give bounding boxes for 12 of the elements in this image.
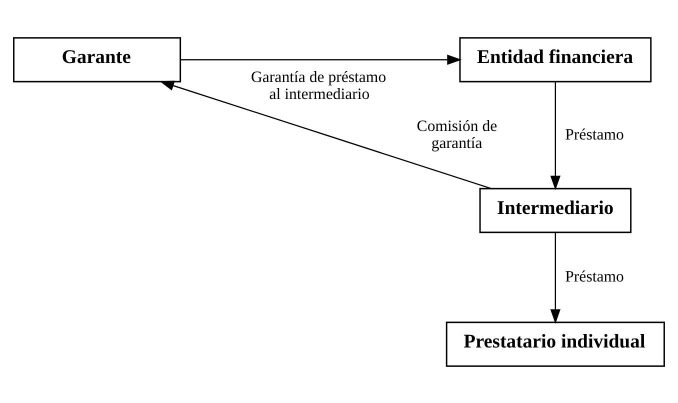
arrow <box>160 80 492 189</box>
edge-label: Comisión de garantía <box>416 117 498 152</box>
edge-label: Préstamo <box>565 126 624 143</box>
arrow <box>550 81 561 190</box>
edge-label: Garantía de préstamo al intermediario <box>251 68 386 103</box>
node-box: Garante <box>13 36 182 82</box>
edge-label: Préstamo <box>565 268 624 286</box>
node-box: Prestatario individual <box>446 321 665 366</box>
arrow <box>550 232 561 324</box>
node-box: Intermediario <box>479 187 632 233</box>
arrow <box>180 54 462 64</box>
node-box: Entidad financiera <box>459 36 652 82</box>
